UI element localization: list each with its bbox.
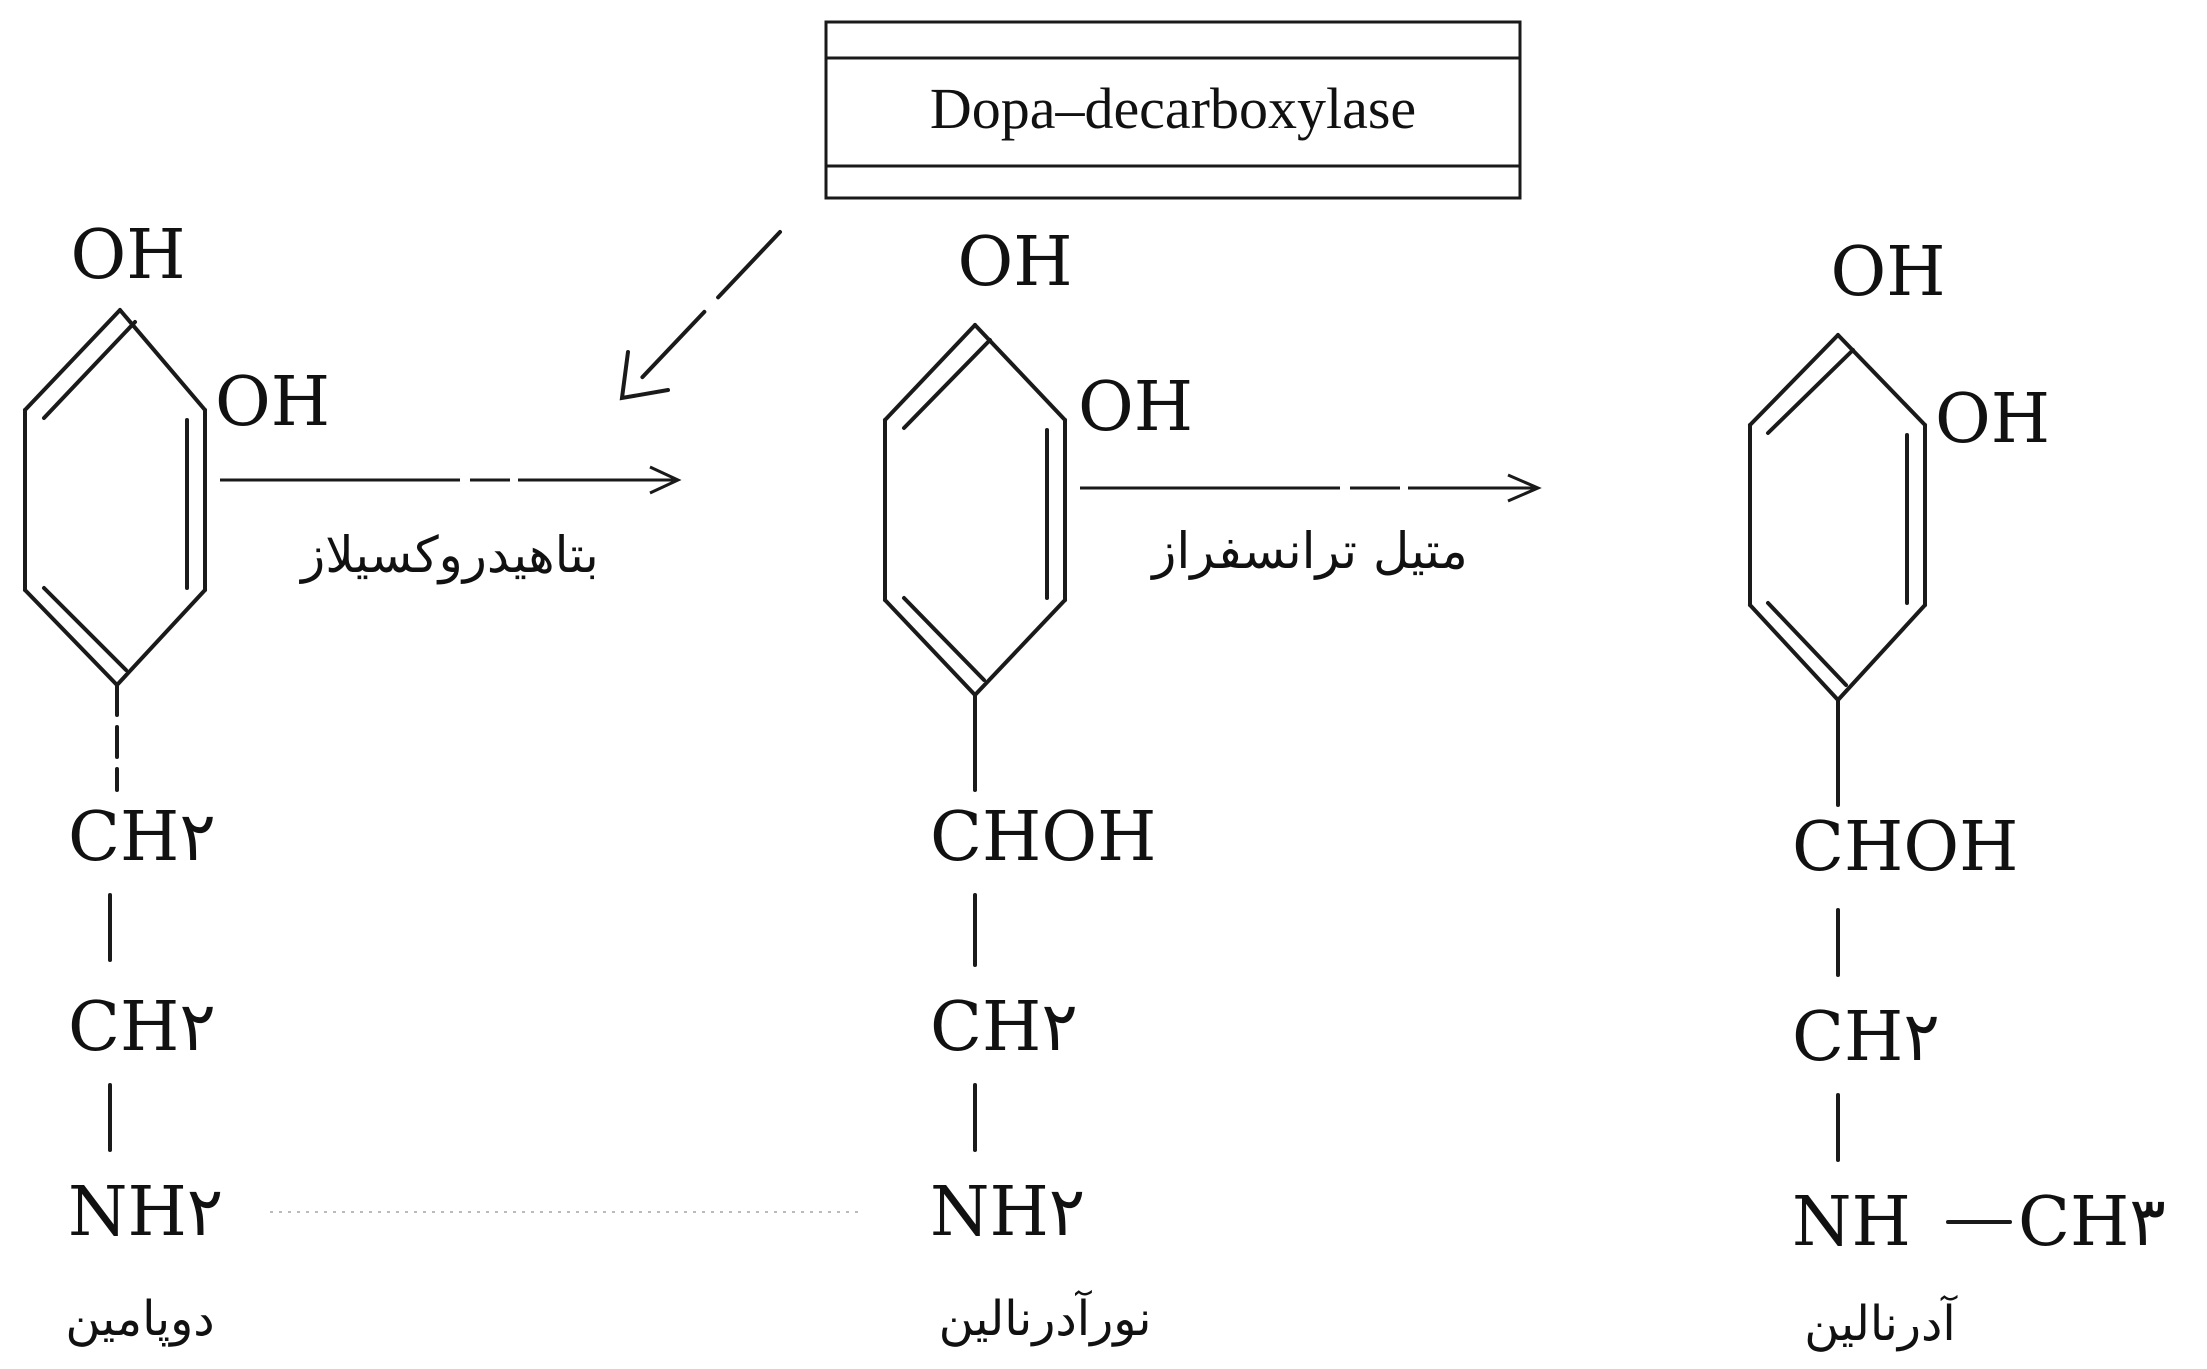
enzyme-pointer-arrow — [619, 230, 782, 401]
noradrenaline-oh-side: OH — [1078, 368, 1193, 447]
enzyme-box-label: Dopa–decarboxylase — [930, 76, 1416, 141]
dopamine-benzene-ring — [23, 308, 207, 687]
dopamine-chain-1: CH۲ — [68, 798, 216, 877]
reaction-enzyme-1: بتاهیدروکسیلاز — [298, 526, 599, 585]
molecule-adrenaline: OH OH CHOH CH۲ NH CH۳ آدرنالین — [1748, 233, 2166, 1352]
reaction-arrow-2: متیل ترانسفراز — [1080, 473, 1542, 580]
adrenaline-name: آدرنالین — [1804, 1294, 1958, 1352]
molecule-noradrenaline: OH OH CHOH CH۲ NH۲ نورآدرنالین — [883, 223, 1193, 1347]
noradrenaline-chain-2: CH۲ — [930, 988, 1078, 1067]
adrenaline-chain-4: CH۳ — [2018, 1183, 2166, 1262]
enzyme-pointer-arrowhead — [619, 350, 670, 401]
noradrenaline-benzene-ring — [883, 323, 1067, 697]
adrenaline-chain-3: NH — [1792, 1183, 1911, 1262]
noradrenaline-name: نورآدرنالین — [939, 1289, 1152, 1347]
adrenaline-oh-top: OH — [1830, 233, 1945, 312]
reaction-arrow-1: بتاهیدروکسیلاز — [220, 465, 682, 585]
adrenaline-oh-side: OH — [1935, 380, 2050, 459]
dopamine-chain-2: CH۲ — [68, 988, 216, 1067]
enzyme-box-frame — [824, 20, 1522, 200]
reaction-arrowhead-1 — [649, 465, 682, 495]
reaction-enzyme-2: متیل ترانسفراز — [1149, 522, 1468, 580]
noradrenaline-chain-1: CHOH — [930, 798, 1156, 877]
noradrenaline-oh-top: OH — [957, 223, 1072, 302]
adrenaline-benzene-ring — [1748, 333, 1927, 702]
dopamine-oh-side: OH — [215, 363, 330, 442]
molecule-dopamine: OH OH CH۲ CH۲ NH۲ دوپامین — [23, 216, 330, 1347]
enzyme-box: Dopa–decarboxylase — [824, 20, 1522, 200]
adrenaline-chain-2: CH۲ — [1792, 998, 1940, 1077]
adrenaline-chain-1: CHOH — [1792, 808, 2018, 887]
dopamine-name: دوپامین — [65, 1291, 214, 1347]
reaction-arrowhead-2 — [1507, 473, 1542, 503]
dopamine-chain-3: NH۲ — [68, 1173, 223, 1252]
noradrenaline-chain-3: NH۲ — [930, 1173, 1085, 1252]
dopamine-oh-top: OH — [70, 216, 185, 295]
